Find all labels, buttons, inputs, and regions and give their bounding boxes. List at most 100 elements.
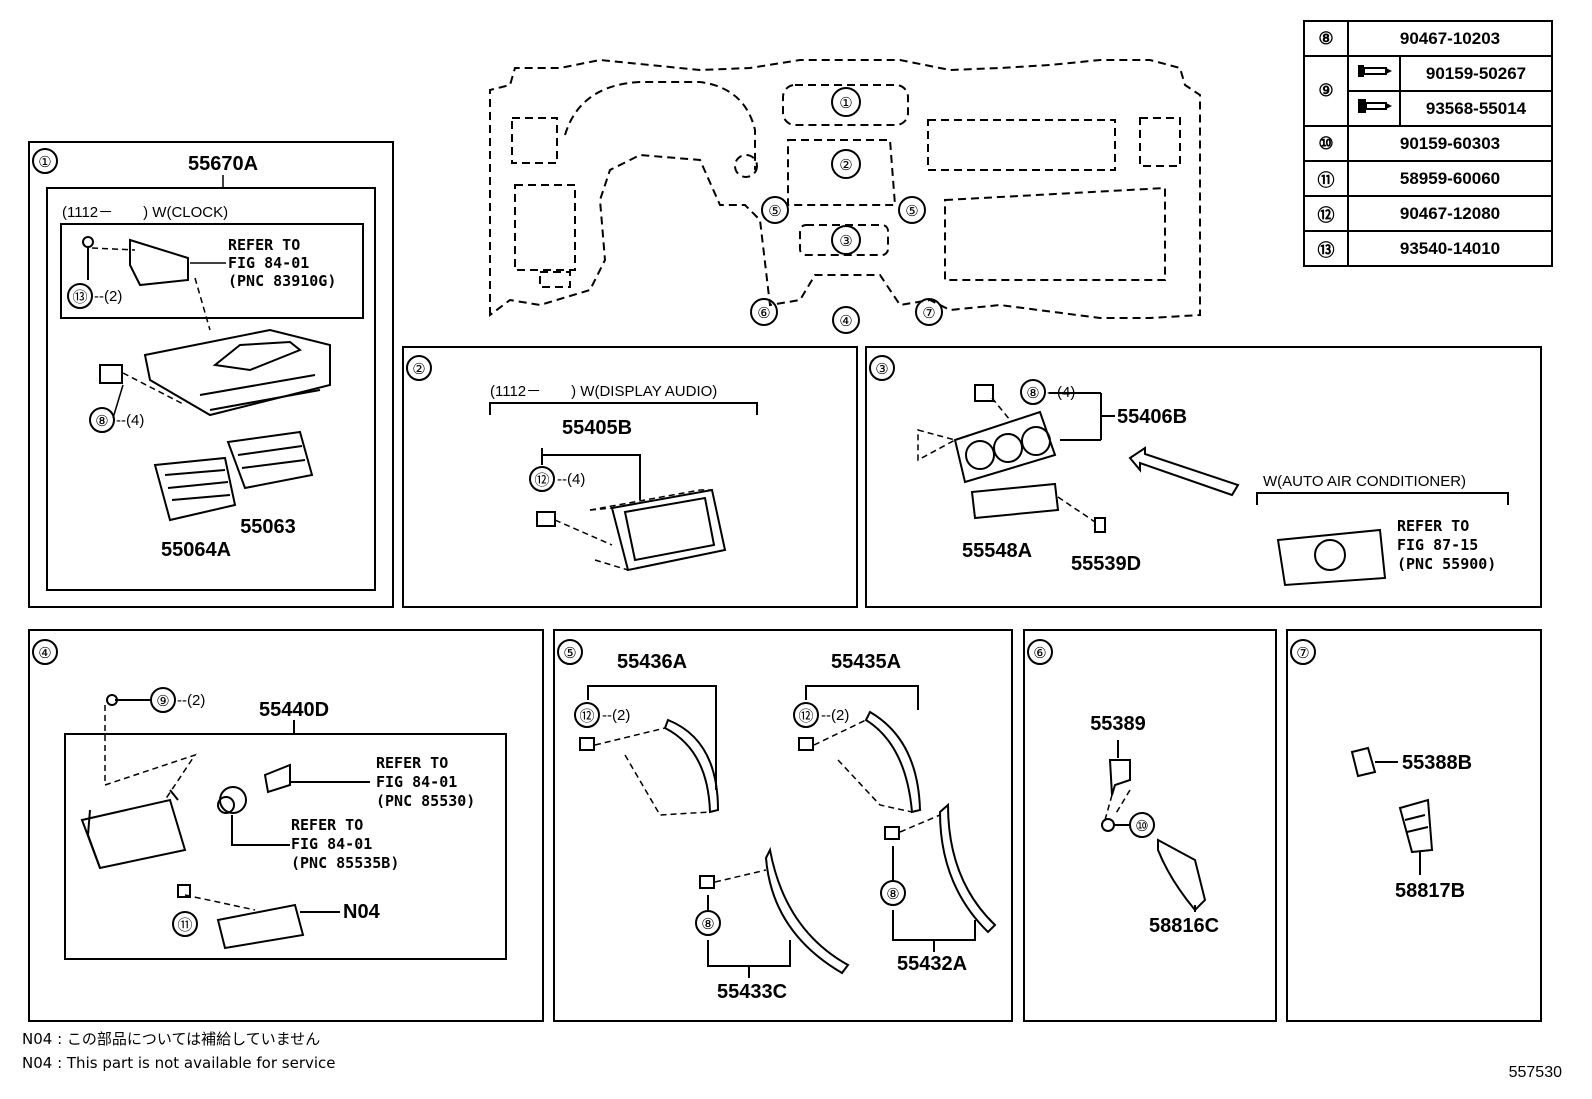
page-number: 557530	[1508, 1064, 1562, 1081]
table-row: ⑨ 90159-50267	[1303, 55, 1553, 127]
part-number: 58817B	[1395, 880, 1465, 902]
panel-4-marker: ④	[38, 645, 51, 662]
callout-ref: ⑫	[579, 708, 594, 725]
part-number: 55670A	[188, 153, 258, 175]
refer-text: (PNC 83910G)	[228, 272, 336, 290]
table-part-cell: 90159-60303	[1347, 125, 1553, 162]
overview-ref: ④	[839, 313, 852, 330]
overview-ref: ①	[839, 95, 852, 112]
table-part-cell: 90467-10203	[1347, 20, 1553, 57]
part-number: 55548A	[962, 540, 1032, 562]
overview-ref: ⑦	[922, 305, 935, 322]
table-row: ⑧ 90467-10203	[1303, 20, 1553, 57]
panel-7-marker: ⑦	[1296, 645, 1309, 662]
part-number: N04	[343, 901, 381, 923]
callout-ref: ⑩	[1135, 818, 1148, 835]
dashboard-outline	[489, 58, 1201, 319]
part-number: 55064A	[161, 539, 231, 561]
table-part-cell: 58959-60060	[1347, 160, 1553, 197]
refer-text: REFER TO	[376, 754, 448, 772]
panel-5-frame	[553, 629, 1013, 1022]
part-number: 55405B	[562, 417, 632, 439]
callout-ref: ⑧	[1026, 385, 1039, 402]
panel-3-marker: ③	[875, 361, 888, 378]
panel-6-drawing	[1101, 740, 1207, 912]
qty-label: --(4)	[1047, 384, 1075, 401]
panel-4-drawing	[80, 694, 370, 950]
table-ref-cell: ⑨	[1303, 55, 1349, 127]
qty-label: --(2)	[821, 707, 849, 724]
part-number: 55406B	[1117, 406, 1187, 428]
part-number: 55063	[240, 516, 296, 538]
callout-ref: ⑧	[886, 886, 899, 903]
condition-label: W(AUTO AIR CONDITIONER)	[1263, 473, 1466, 490]
panel-7-drawing	[1350, 746, 1434, 875]
part-number: 55539D	[1071, 553, 1141, 575]
callout-ref: ⑬	[72, 289, 87, 306]
overview-ref: ⑤	[905, 203, 918, 220]
table-part-cell: 93568-55014	[1399, 90, 1553, 127]
table-ref-cell: ⑫	[1303, 195, 1349, 232]
callout-ref: ⑫	[534, 472, 549, 489]
panel-2-marker: ②	[412, 361, 425, 378]
table-row: ⑩ 90159-60303	[1303, 125, 1553, 162]
panel-6-frame	[1023, 629, 1277, 1022]
table-part-cell: 90159-50267	[1399, 55, 1553, 92]
panel-1-frame	[28, 141, 394, 608]
part-number: 55388B	[1402, 752, 1472, 774]
refer-text: REFER TO	[291, 816, 363, 834]
table-row: 93568-55014	[1304, 90, 1553, 127]
table-part-cell: 90467-12080	[1347, 195, 1553, 232]
table-ref-cell: ⑩	[1303, 125, 1349, 162]
refer-text: (PNC 55900)	[1397, 555, 1496, 573]
overview-ref: ③	[839, 233, 852, 250]
parts-number-table: ⑧ 90467-10203 ⑨ 90159-50267 93568-55014 …	[1303, 20, 1553, 267]
part-number: 55440D	[259, 699, 329, 721]
callout-ref: ⑧	[95, 413, 108, 430]
overview-ref: ⑥	[757, 305, 770, 322]
refer-text: FIG 84-01	[228, 254, 309, 272]
callout-ref: ⑫	[798, 708, 813, 725]
panel-5-marker: ⑤	[563, 645, 576, 662]
part-number: 55389	[1090, 713, 1146, 735]
panel-5-drawing	[579, 685, 997, 978]
callout-ref: ⑨	[156, 693, 169, 710]
panel-4-frame	[28, 629, 544, 1022]
refer-text: FIG 87-15	[1397, 536, 1478, 554]
part-number: 55433C	[717, 981, 787, 1003]
qty-label: --(2)	[602, 707, 630, 724]
bolt-icon	[1347, 55, 1401, 92]
qty-label: --(4)	[116, 412, 144, 429]
panel-7-frame	[1286, 629, 1542, 1022]
overview-ref: ②	[839, 157, 852, 174]
refer-text: REFER TO	[228, 236, 300, 254]
note-japanese: N04 : この部品については補給していません	[22, 1030, 321, 1048]
table-row: ⑬ 93540-14010	[1303, 230, 1553, 267]
table-ref-cell: ⑧	[1303, 20, 1349, 57]
panel-6-marker: ⑥	[1033, 645, 1046, 662]
table-ref-cell: ⑬	[1303, 230, 1349, 267]
panel-3-drawing	[953, 384, 1509, 587]
refer-text: (PNC 85530)	[376, 792, 475, 810]
table-row: ⑪ 58959-60060	[1303, 160, 1553, 197]
panel-2-drawing	[489, 402, 758, 572]
condition-label: (1112－ ) W(CLOCK)	[62, 204, 228, 221]
table-row: ⑫ 90467-12080	[1303, 195, 1553, 232]
callout-ref: ⑧	[701, 916, 714, 933]
screw-icon	[1347, 90, 1401, 127]
condition-label: (1112－ ) W(DISPLAY AUDIO)	[490, 383, 717, 400]
refer-text: FIG 84-01	[376, 773, 457, 791]
qty-label: --(2)	[177, 692, 205, 709]
table-part-cell: 93540-14010	[1347, 230, 1553, 267]
note-english: N04 : This part is not available for ser…	[22, 1054, 336, 1072]
part-number: 55435A	[831, 651, 901, 673]
panel-1-marker: ①	[38, 154, 51, 171]
overview-ref: ⑤	[768, 203, 781, 220]
qty-label: --(2)	[94, 288, 122, 305]
table-ref-cell: ⑪	[1303, 160, 1349, 197]
refer-text: (PNC 85535B)	[291, 854, 399, 872]
panel-1-drawing	[82, 236, 331, 522]
panel-2-frame	[402, 346, 858, 608]
panel-3-frame	[865, 346, 1542, 608]
